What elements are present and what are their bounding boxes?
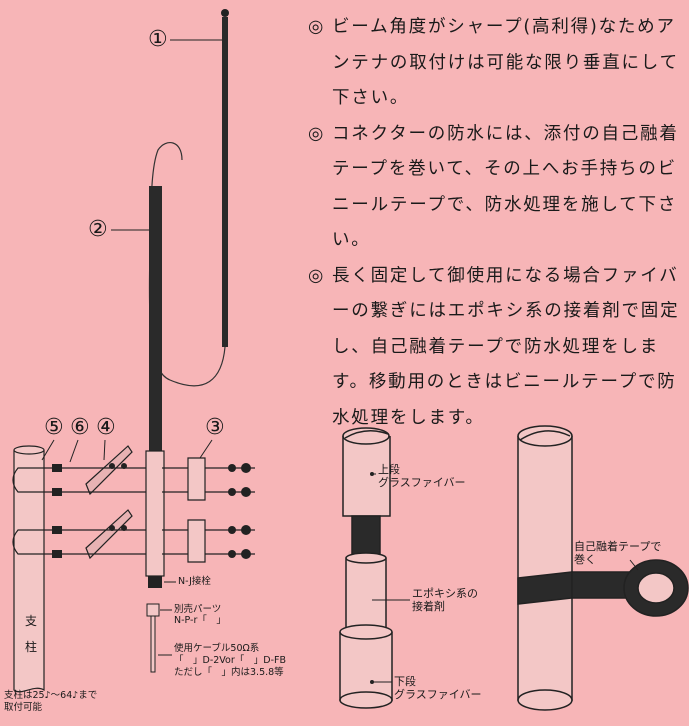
note-item: ◎ コネクターの防水には、添付の自己融着テープを巻いて、その上へお手持ちのビニー… (308, 117, 686, 259)
callout-4: ④ (96, 415, 116, 440)
mounting-brackets (12, 445, 255, 563)
tape-label-2: 巻く (574, 553, 596, 566)
mast-label: 支柱 (24, 614, 37, 654)
callout-6: ⑥ (70, 415, 90, 440)
optional-parts-label: 別売パーツ (174, 604, 222, 615)
callout-2: ② (88, 217, 108, 242)
connector-cable (146, 581, 176, 673)
joint-detail (339, 427, 393, 709)
mast (13, 445, 45, 693)
callout-1: ① (148, 27, 168, 52)
nuts (52, 463, 251, 559)
note-item: ◎ 長く固定して御使用になる場合ファイバーの繋ぎにはエポキシ系の接着剤で固定し、… (308, 259, 686, 437)
lower-element (145, 186, 165, 588)
mast-note-1: 支柱は25♪～64♪まで (4, 690, 98, 701)
cable-types: 「 」D-2Vor「 」D-FB (174, 655, 286, 666)
epoxy-label-2: 接着剤 (412, 600, 445, 613)
cable-note: ただし「 」内は3.5.8等 (174, 667, 284, 678)
tape-label: 自己融着テープで (574, 540, 662, 553)
note-text: ビーム角度がシャープ(高利得)なためアンテナの取付けは可能な限り垂直にして下さい… (332, 17, 679, 108)
upper-element (221, 9, 229, 347)
note-text: コネクターの防水には、添付の自己融着テープを巻いて、その上へお手持ちのビニールテ… (332, 123, 679, 251)
note-marker: ◎ (308, 265, 326, 286)
callout-5: ⑤ (44, 415, 64, 440)
lower-fiber-label-2: グラスファイバー (394, 688, 482, 701)
callout-3: ③ (205, 415, 225, 440)
note-text: 長く固定して御使用になる場合ファイバーの繋ぎにはエポキシ系の接着剤で固定し、自己… (332, 265, 680, 428)
upper-fiber-label-2: グラスファイバー (378, 476, 466, 489)
nj-connector-label: N-J接栓 (178, 576, 211, 587)
note-marker: ◎ (308, 17, 326, 37)
epoxy-label: エポキシ系の (412, 587, 478, 600)
lower-fiber-label: 下段 (394, 675, 416, 688)
upper-fiber-label: 上段 (378, 463, 400, 476)
mast-note-2: 取付可能 (4, 702, 43, 713)
optional-parts-model: N-P-r「 」 (174, 615, 226, 626)
cable-label: 使用ケーブル50Ω系 (174, 643, 260, 654)
note-item: ◎ ビーム角度がシャープ(高利得)なためアンテナの取付けは可能な限り垂直にして下… (308, 10, 686, 117)
notes-panel: ◎ ビーム角度がシャープ(高利得)なためアンテナの取付けは可能な限り垂直にして下… (308, 10, 686, 436)
note-marker: ◎ (308, 123, 326, 144)
tape-detail (517, 425, 689, 711)
